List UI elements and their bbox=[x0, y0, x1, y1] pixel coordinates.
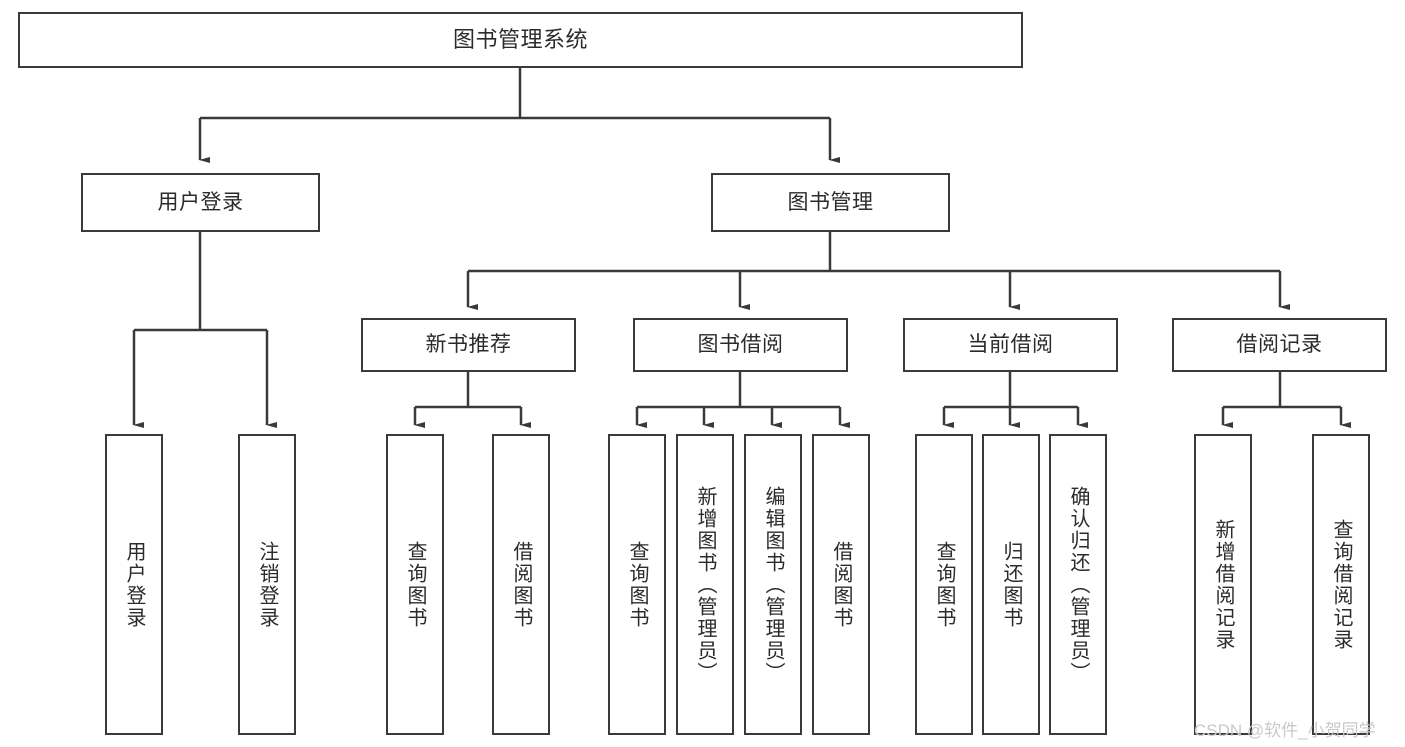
node-label: 借阅图书 bbox=[830, 540, 852, 629]
node-label: 编辑图书（管理员） bbox=[762, 485, 784, 684]
leaf-user-login[interactable]: 用户登录 bbox=[105, 434, 163, 735]
leaf-recommend-borrow-book[interactable]: 借阅图书 bbox=[492, 434, 550, 735]
node-label: 查询借阅记录 bbox=[1330, 518, 1352, 651]
node-label: 图书管理系统 bbox=[452, 26, 588, 52]
leaf-current-confirm-return-admin[interactable]: 确认归还（管理员） bbox=[1049, 434, 1107, 735]
node-label: 图书管理 bbox=[787, 190, 874, 214]
node-user-login[interactable]: 用户登录 bbox=[81, 173, 320, 232]
leaf-record-add-record[interactable]: 新增借阅记录 bbox=[1194, 434, 1252, 735]
leaf-borrow-edit-book-admin[interactable]: 编辑图书（管理员） bbox=[744, 434, 802, 735]
node-label: 查询图书 bbox=[626, 540, 648, 629]
node-root-system[interactable]: 图书管理系统 bbox=[18, 12, 1023, 68]
node-label: 新增图书（管理员） bbox=[694, 485, 716, 684]
node-label: 注销登录 bbox=[256, 540, 278, 629]
node-label: 当前借阅 bbox=[967, 333, 1054, 357]
leaf-recommend-query-book[interactable]: 查询图书 bbox=[386, 434, 444, 735]
leaf-record-query-record[interactable]: 查询借阅记录 bbox=[1312, 434, 1370, 735]
node-label: 用户登录 bbox=[157, 190, 244, 214]
node-label: 查询图书 bbox=[404, 540, 426, 629]
leaf-borrow-borrow-book[interactable]: 借阅图书 bbox=[812, 434, 870, 735]
leaf-current-return-book[interactable]: 归还图书 bbox=[982, 434, 1040, 735]
leaf-current-query-book[interactable]: 查询图书 bbox=[915, 434, 973, 735]
node-label: 新增借阅记录 bbox=[1212, 518, 1234, 651]
leaf-borrow-add-book-admin[interactable]: 新增图书（管理员） bbox=[676, 434, 734, 735]
node-borrow-record[interactable]: 借阅记录 bbox=[1172, 318, 1387, 372]
node-label: 借阅图书 bbox=[510, 540, 532, 629]
node-label: 确认归还（管理员） bbox=[1067, 485, 1089, 684]
leaf-user-logout[interactable]: 注销登录 bbox=[238, 434, 296, 735]
node-label: 借阅记录 bbox=[1236, 333, 1323, 357]
node-label: 新书推荐 bbox=[425, 333, 512, 357]
node-label: 归还图书 bbox=[1000, 540, 1022, 629]
node-book-management[interactable]: 图书管理 bbox=[711, 173, 950, 232]
node-label: 查询图书 bbox=[933, 540, 955, 629]
node-book-borrow[interactable]: 图书借阅 bbox=[633, 318, 848, 372]
node-label: 图书借阅 bbox=[697, 333, 784, 357]
node-new-book-recommend[interactable]: 新书推荐 bbox=[361, 318, 576, 372]
leaf-borrow-query-book[interactable]: 查询图书 bbox=[608, 434, 666, 735]
node-current-borrow[interactable]: 当前借阅 bbox=[903, 318, 1118, 372]
node-label: 用户登录 bbox=[123, 540, 145, 629]
